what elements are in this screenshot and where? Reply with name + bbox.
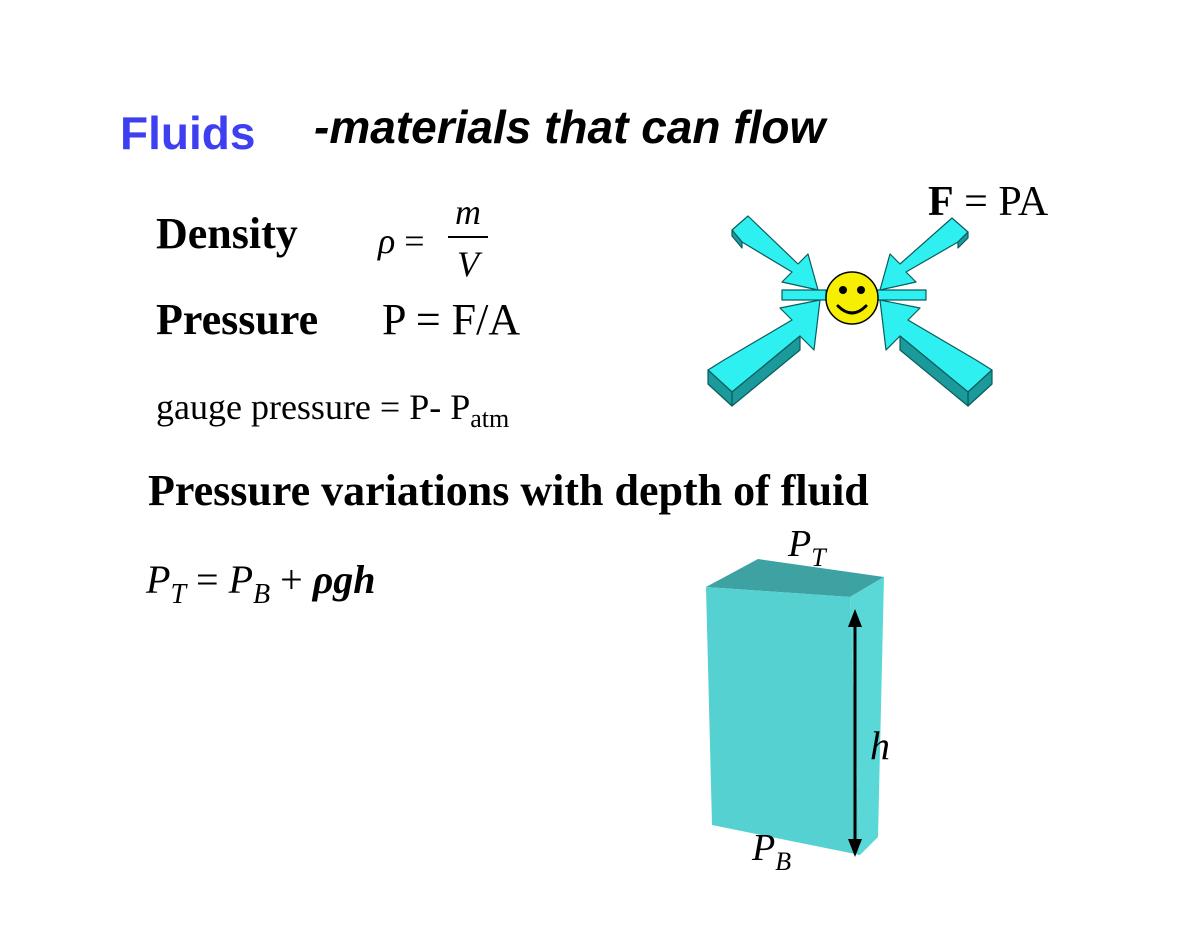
fluid-column-icon bbox=[706, 559, 884, 857]
pb-symbol: P bbox=[228, 557, 254, 602]
arrow-top-right-edge bbox=[957, 231, 969, 249]
rhogh-term: ρgh bbox=[312, 557, 376, 602]
depth-equals: = bbox=[186, 557, 229, 602]
top-label-letter: P bbox=[788, 523, 812, 565]
arrow-bottom-right-edge2 bbox=[899, 335, 969, 407]
pb-subscript: B bbox=[253, 579, 271, 610]
bottom-label-letter: P bbox=[752, 827, 776, 869]
bottom-label-sub: B bbox=[775, 847, 792, 876]
force-formula: F = PA bbox=[928, 178, 1048, 226]
pt-symbol: P bbox=[146, 557, 171, 602]
gauge-text: gauge pressure = P- P bbox=[156, 387, 471, 427]
equals-sign: = bbox=[404, 221, 425, 261]
block-front-face bbox=[706, 587, 860, 855]
arrow-right-small bbox=[875, 289, 927, 301]
arrow-top-left-edge bbox=[731, 229, 743, 249]
block-top-face bbox=[706, 559, 884, 597]
arrow-bottom-left-edge2 bbox=[731, 335, 801, 407]
gauge-pressure-formula: gauge pressure = P- Patm bbox=[156, 386, 509, 434]
pressure-label: Pressure bbox=[156, 295, 319, 344]
force-symbol: F bbox=[928, 179, 954, 225]
slide-subtitle: -materials that can flow bbox=[314, 101, 826, 153]
depth-heading: Pressure variations with depth of fluid bbox=[148, 466, 869, 515]
fraction-numerator: m bbox=[455, 192, 481, 232]
arrow-top-left bbox=[731, 215, 819, 291]
top-label-sub: T bbox=[811, 543, 826, 572]
rho-symbol: ρ bbox=[378, 221, 396, 261]
smiley-face-icon bbox=[825, 271, 879, 325]
arrow-top-right bbox=[879, 217, 969, 291]
block-right-face bbox=[850, 577, 884, 855]
density-fraction: m V bbox=[448, 192, 488, 284]
slide-title: Fluids bbox=[120, 107, 256, 159]
depth-formula: PT = PB + ρgh bbox=[146, 556, 376, 611]
bottom-pressure-label: PB bbox=[752, 826, 791, 877]
double-arrow-icon bbox=[848, 609, 862, 857]
arrow-left-small bbox=[781, 289, 827, 301]
depth-plus: + bbox=[270, 557, 313, 602]
density-lhs: ρ = bbox=[378, 220, 425, 262]
force-rest: = PA bbox=[953, 179, 1049, 225]
inward-arrows-icon bbox=[707, 215, 993, 407]
top-pressure-label: PT bbox=[788, 522, 826, 573]
density-label: Density bbox=[156, 209, 298, 258]
height-label: h bbox=[870, 723, 890, 768]
gauge-subscript: atm bbox=[470, 404, 510, 433]
pressure-formula: P = F/A bbox=[382, 295, 521, 344]
fraction-denominator: V bbox=[457, 244, 479, 284]
fraction-bar bbox=[448, 236, 488, 238]
pt-subscript: T bbox=[170, 579, 187, 610]
